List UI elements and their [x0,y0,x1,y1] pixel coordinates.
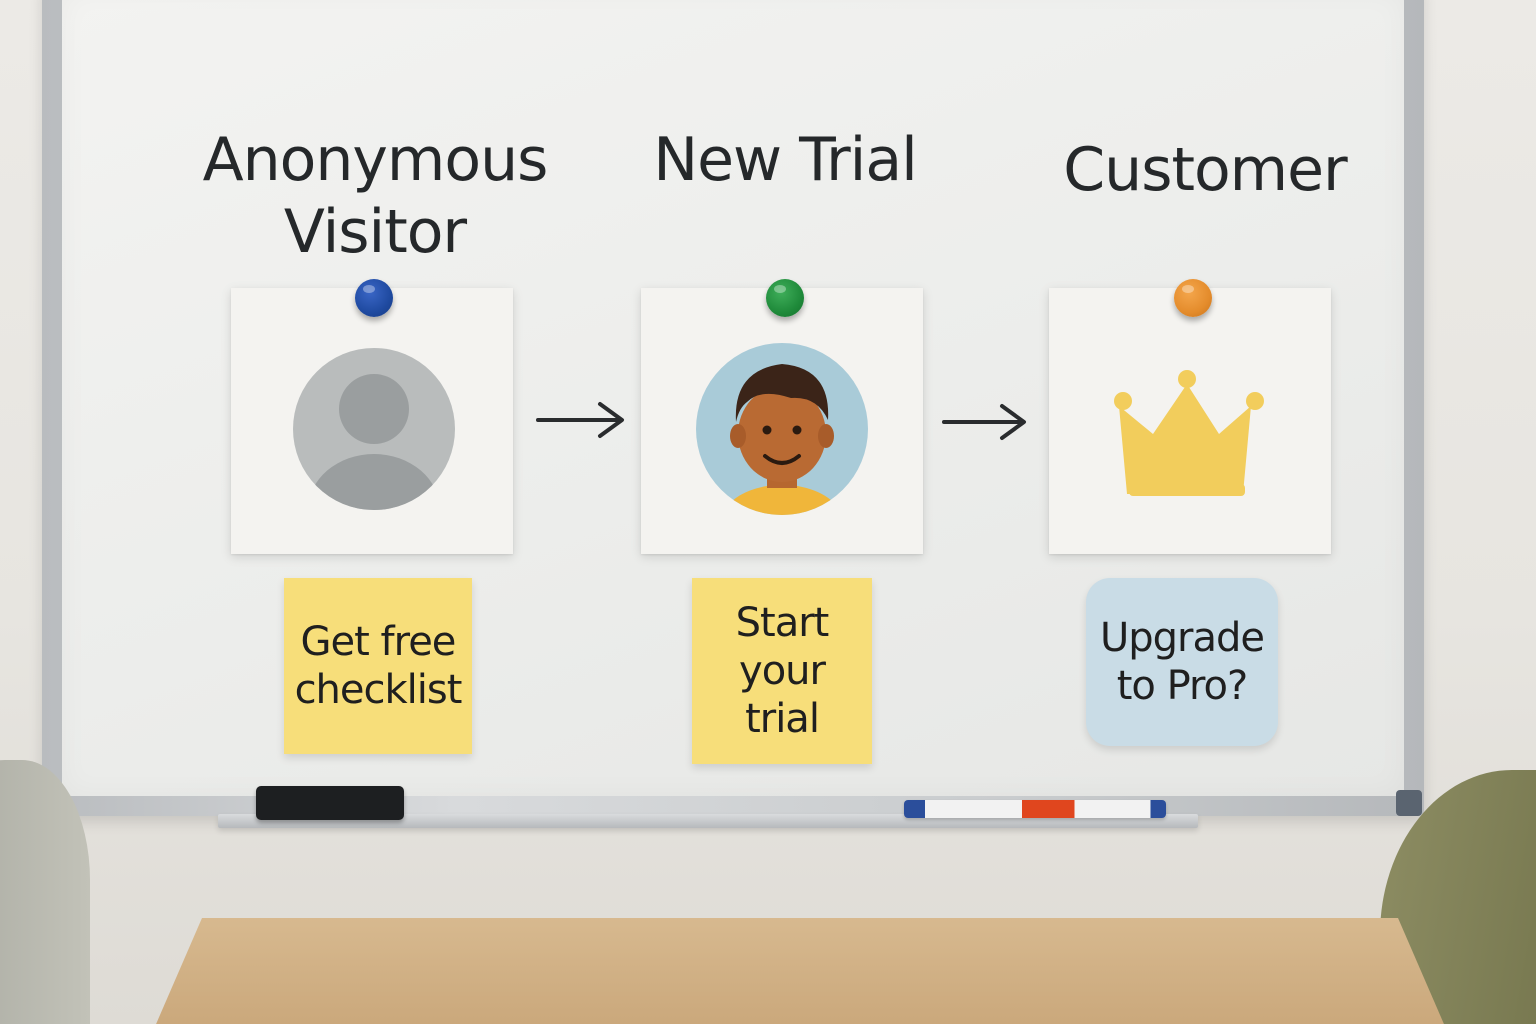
stage-card-new-trial [641,288,923,554]
sticky-note-get-free-checklist: Get free checklist [284,578,472,754]
stage-title-customer: Customer [1063,135,1347,205]
blue-magnet [355,279,393,317]
sticky-note-text: Start your trial [735,600,830,742]
green-magnet [766,279,804,317]
chair-left [0,760,90,1024]
sticky-note-text: Get free checklist [294,619,463,713]
stage-title-new-trial: New Trial [653,125,918,195]
stage-card-customer [1049,288,1331,554]
sticky-note-start-your-trial: Start your trial [692,578,872,764]
crown-icon [1114,370,1264,496]
stage-card-anonymous-visitor [231,288,513,554]
anonymous-user-icon [293,348,455,510]
whiteboard-eraser [256,786,404,820]
sticky-note-text: Upgrade to Pro? [1099,615,1265,709]
whiteboard-marker [904,800,1166,818]
right-arrow-icon [942,404,1026,440]
orange-magnet [1174,279,1212,317]
sticky-note-upgrade-to-pro: Upgrade to Pro? [1086,578,1278,746]
wooden-table [150,918,1450,1024]
stage-title-anonymous-visitor: Anonymous Visitor [202,125,549,267]
right-arrow-icon [536,402,624,438]
smiling-person-icon [696,343,868,515]
whiteboard-corner [1396,790,1422,816]
